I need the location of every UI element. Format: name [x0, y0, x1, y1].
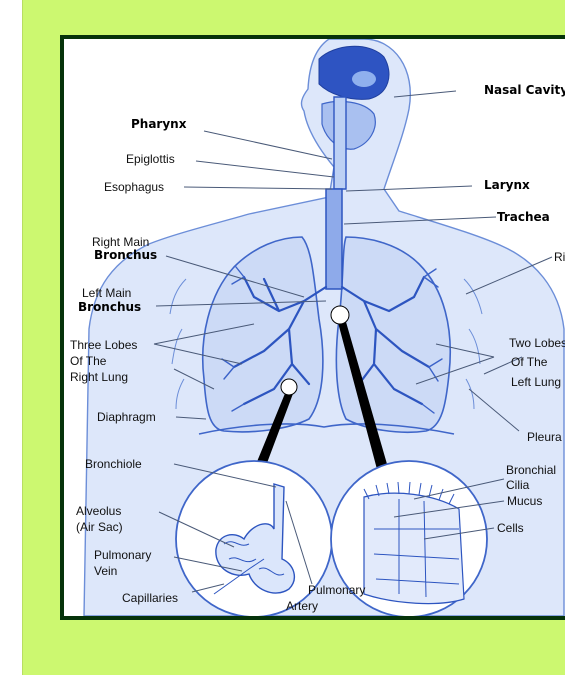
label-esophagus: Esophagus	[104, 180, 164, 194]
label-larynx: Larynx	[484, 178, 530, 192]
label-pulmonary-vein-line1: Pulmonary	[94, 548, 151, 562]
label-nasal-cavity: Nasal Cavity	[484, 83, 565, 97]
label-alveolus-line2: (Air Sac)	[76, 520, 123, 534]
label-bronchial-cilia-line2: Cilia	[506, 478, 530, 492]
trachea-shape	[326, 189, 342, 289]
label-two-lobes-line2: Of The	[511, 355, 548, 369]
label-left-main-line2: Bronchus	[78, 300, 141, 314]
label-right-main-line1: Right Main	[92, 235, 149, 249]
label-capillaries: Capillaries	[122, 591, 178, 605]
label-three-lobes-line3: Right Lung	[70, 370, 128, 384]
label-trachea: Trachea	[497, 210, 550, 224]
label-three-lobes-line1: Three Lobes	[70, 338, 137, 352]
label-alveolus-line1: Alveolus	[76, 504, 121, 518]
nasal-cavity-shape	[319, 46, 389, 99]
label-left-main-line1: Left Main	[82, 286, 131, 300]
label-mucus: Mucus	[507, 494, 542, 508]
label-two-lobes-line3: Left Lung	[511, 375, 561, 389]
label-pharynx: Pharynx	[131, 117, 187, 131]
label-cells: Cells	[497, 521, 524, 535]
label-bronchiole: Bronchiole	[85, 457, 142, 471]
label-pulmonary-artery-line2: Artery	[286, 599, 318, 613]
label-ribs: Ribs	[554, 250, 565, 264]
label-pulmonary-vein-line2: Vein	[94, 564, 117, 578]
green-panel: Nasal Cavity Pharynx Epiglottis Esophagu…	[22, 0, 565, 675]
respiratory-system-diagram: Nasal Cavity Pharynx Epiglottis Esophagu…	[64, 39, 565, 616]
cilia-cells	[364, 493, 464, 603]
diagram-frame: Nasal Cavity Pharynx Epiglottis Esophagu…	[60, 35, 565, 620]
label-bronchial-cilia-line1: Bronchial	[506, 463, 556, 477]
nasal-turbinate	[352, 71, 376, 87]
label-pleura: Pleura	[527, 430, 562, 444]
pharynx-tube	[334, 97, 346, 189]
label-pulmonary-artery-line1: Pulmonary	[308, 583, 365, 597]
label-right-main-line2: Bronchus	[94, 248, 157, 262]
label-two-lobes-line1: Two Lobes	[509, 336, 565, 350]
label-epiglottis: Epiglottis	[126, 152, 175, 166]
label-diaphragm: Diaphragm	[97, 410, 156, 424]
focus-right	[331, 306, 349, 324]
label-three-lobes-line2: Of The	[70, 354, 107, 368]
focus-left	[281, 379, 297, 395]
